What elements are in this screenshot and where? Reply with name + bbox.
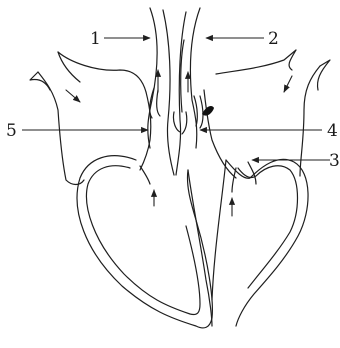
label-3: 3 [329,151,340,171]
left-atrium-outline [30,52,151,185]
great-vessels [148,8,200,175]
right-atrium-outline [204,50,330,178]
valve-leaflet-dark [202,106,214,116]
label-4: 4 [327,121,338,141]
flow-arrow [284,76,292,92]
label-1: 1 [90,29,101,49]
label-numbers: 1 2 3 4 5 [6,29,340,171]
flow-arrow [66,90,80,102]
valves [140,88,256,192]
label-leaders [22,38,330,160]
ventricle-walls [77,156,308,328]
label-5: 5 [6,121,17,141]
label-2: 2 [268,29,279,49]
